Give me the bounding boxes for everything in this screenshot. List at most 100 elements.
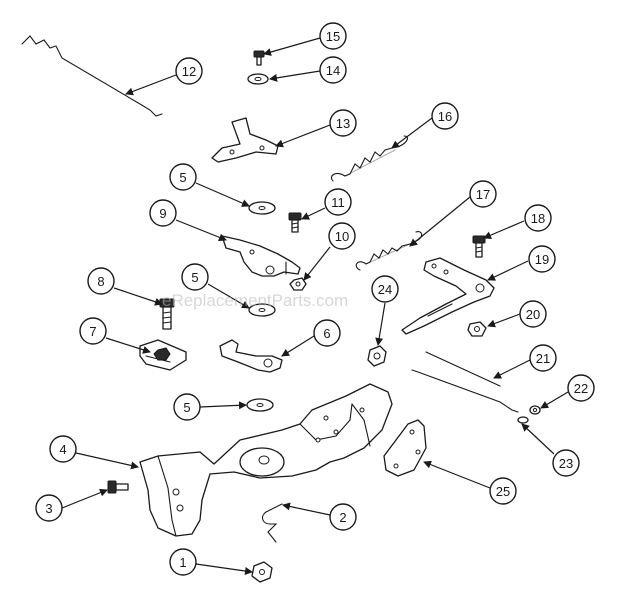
- leader-6: [281, 335, 315, 357]
- svg-text:10: 10: [335, 229, 349, 244]
- svg-text:24: 24: [378, 282, 392, 297]
- callout-22: 22: [567, 374, 595, 402]
- leader-11: [301, 207, 326, 220]
- nut-22: [529, 405, 541, 415]
- svg-text:12: 12: [182, 64, 196, 79]
- callout-5-lower: 5: [173, 393, 201, 421]
- callout-9: 9: [149, 199, 177, 227]
- leader-5c: [199, 401, 247, 410]
- svg-text:11: 11: [331, 195, 345, 210]
- washer-5-lower: [246, 398, 274, 412]
- leader-25: [423, 460, 491, 489]
- leader-16: [391, 117, 433, 149]
- watermark: eReplacementParts.com: [162, 291, 348, 310]
- callout-24: 24: [371, 275, 399, 303]
- bracket-13: [211, 117, 279, 163]
- leader-17: [409, 196, 471, 247]
- svg-text:25: 25: [496, 484, 510, 499]
- callout-6: 6: [313, 319, 341, 347]
- leader-7: [105, 337, 151, 354]
- rod-21: [411, 351, 519, 413]
- svg-text:5: 5: [191, 270, 198, 285]
- callout-12: 12: [175, 57, 203, 85]
- link-rod-12: [21, 35, 163, 117]
- svg-text:20: 20: [526, 307, 540, 322]
- leader-12: [125, 74, 177, 96]
- svg-text:19: 19: [535, 252, 549, 267]
- svg-text:9: 9: [159, 206, 166, 221]
- spring-clip-2: [261, 503, 283, 543]
- nut-20: [467, 321, 487, 337]
- svg-text:18: 18: [531, 211, 545, 226]
- callout-2: 2: [329, 503, 357, 531]
- callout-21: 21: [529, 344, 557, 372]
- svg-text:5: 5: [183, 400, 190, 415]
- leader-24: [375, 302, 386, 346]
- nut-1: [251, 561, 273, 583]
- svg-text:21: 21: [536, 351, 550, 366]
- leader-23: [521, 423, 555, 455]
- bolt-11: [288, 212, 302, 233]
- screw-15: [253, 50, 265, 66]
- callout-16: 16: [431, 102, 459, 130]
- svg-text:5: 5: [179, 170, 186, 185]
- bracket-7: [139, 339, 187, 371]
- clip-24: [367, 345, 387, 367]
- callout-23: 23: [552, 449, 580, 477]
- leader-22: [540, 391, 569, 409]
- svg-text:4: 4: [59, 442, 66, 457]
- callout-8: 8: [87, 267, 115, 295]
- leader-19: [487, 260, 529, 281]
- leader-9: [175, 219, 227, 242]
- svg-text:3: 3: [45, 501, 52, 516]
- callout-3: 3: [35, 494, 63, 522]
- svg-text:22: 22: [574, 381, 588, 396]
- leader-14: [269, 70, 321, 82]
- leader-1: [195, 563, 253, 575]
- callout-14: 14: [319, 56, 347, 84]
- leader-3: [61, 488, 108, 509]
- leader-5a: [195, 182, 250, 207]
- bolt-18: [472, 235, 486, 258]
- svg-text:16: 16: [438, 109, 452, 124]
- callout-5-upper: 5: [169, 163, 197, 191]
- pivot-plate-6: [219, 339, 283, 373]
- svg-text:2: 2: [339, 510, 346, 525]
- control-bracket-4: [139, 383, 393, 537]
- callout-10: 10: [328, 222, 356, 250]
- leader-20: [487, 313, 521, 328]
- nut-10: [289, 277, 307, 291]
- leader-2: [282, 502, 331, 516]
- callout-7: 7: [79, 317, 107, 345]
- washer-23: [517, 416, 529, 424]
- callout-20: 20: [519, 300, 547, 328]
- spring-16: [330, 135, 409, 182]
- washer-14: [247, 73, 269, 85]
- callout-13: 13: [329, 109, 357, 137]
- throttle-lever-9: [221, 235, 301, 277]
- leader-21: [493, 359, 531, 379]
- callout-11: 11: [324, 188, 352, 216]
- callout-25: 25: [489, 477, 517, 505]
- svg-text:6: 6: [323, 326, 330, 341]
- svg-text:17: 17: [476, 187, 490, 202]
- callout-5-middle: 5: [181, 263, 209, 291]
- control-lever-19: [401, 257, 495, 335]
- svg-text:23: 23: [559, 456, 573, 471]
- callout-17: 17: [469, 180, 497, 208]
- plate-25: [383, 419, 427, 477]
- screw-3: [107, 480, 129, 494]
- svg-text:14: 14: [326, 63, 340, 78]
- leader-10: [303, 246, 331, 281]
- leader-13: [275, 124, 331, 148]
- callout-4: 4: [49, 435, 77, 463]
- callout-15: 15: [319, 22, 347, 50]
- washer-5-upper: [248, 201, 276, 215]
- callout-18: 18: [524, 204, 552, 232]
- leader-15: [263, 37, 321, 56]
- callout-19: 19: [528, 245, 556, 273]
- spring-17: [355, 231, 423, 271]
- svg-text:1: 1: [179, 555, 186, 570]
- leader-5b: [207, 283, 250, 309]
